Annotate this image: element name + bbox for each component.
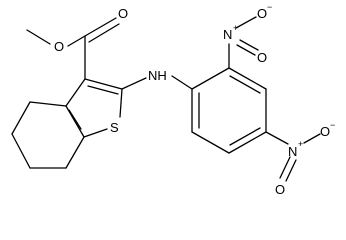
charge-nitro2-o-right: −: [330, 120, 335, 130]
bond-c2a-c3b-inner: [229, 75, 261, 94]
bond-n2-o-left-a: [279, 156, 291, 179]
bond-c4b-c5b-inner: [229, 127, 261, 146]
bond-o-carbonyl: [67, 35, 86, 47]
bond-c3-c2-inner: [87, 85, 119, 95]
bond-c2-nh: [121, 77, 147, 90]
charge-nitro1-o-top: −: [267, 2, 272, 12]
bonds: [11, 16, 321, 182]
label-ester-carbonyl-o: O: [118, 6, 128, 21]
bond-c1-c2a: [191, 67, 230, 90]
bond-nh-c1: [171, 75, 193, 90]
atom-labels: O O NH S N + O − O N + O O −: [54, 2, 335, 197]
label-ester-ether-o: O: [54, 39, 64, 54]
bond-n1-o-top: [235, 16, 257, 29]
label-nitro1-o-right: O: [257, 50, 267, 65]
bond-c3-c2: [84, 78, 123, 90]
bond-n1-o-right-b: [236, 44, 256, 56]
bond-c4b-c5b: [228, 131, 267, 154]
bond-n1-o-right-a: [239, 39, 259, 51]
label-nitro1-n: N: [223, 27, 232, 42]
bond-c4b-n2: [265, 131, 289, 145]
bond-c7-c7a: [65, 136, 85, 169]
bond-c4-c5: [11, 101, 31, 135]
label-sulfur: S: [110, 120, 119, 135]
bond-c5b-c6b: [191, 131, 230, 154]
bond-n2-o-left-b: [285, 159, 297, 182]
label-nitro2-n: N: [288, 144, 297, 159]
bond-c2-s: [119, 88, 123, 118]
bond-c2a-c3b: [228, 67, 267, 90]
charge-nitro2-n: +: [298, 139, 303, 149]
structure-svg: O O NH S N + O − O N + O O −: [11, 2, 335, 197]
bond-n2-o-right: [303, 133, 321, 144]
label-nitro2-o-right: O: [320, 124, 330, 139]
bond-c3a-c4: [29, 101, 67, 107]
label-nitro2-o-left: O: [275, 182, 285, 197]
molecule-drawing: O O NH S N + O − O N + O O −: [11, 2, 335, 197]
bond-c5-c6: [11, 133, 31, 169]
label-nitro1-o-top: O: [257, 6, 267, 21]
bond-c7a-c3a-inner: [68, 109, 82, 130]
bond-carbonyl-double-b: [88, 23, 120, 43]
bond-s-c7a: [83, 128, 108, 138]
bond-methyl-o: [26, 29, 51, 45]
bond-carbonyl-double-a: [84, 17, 117, 37]
label-amine: NH: [148, 68, 167, 83]
bond-c3a-c3: [65, 78, 86, 107]
charge-nitro1-n: +: [233, 23, 238, 33]
